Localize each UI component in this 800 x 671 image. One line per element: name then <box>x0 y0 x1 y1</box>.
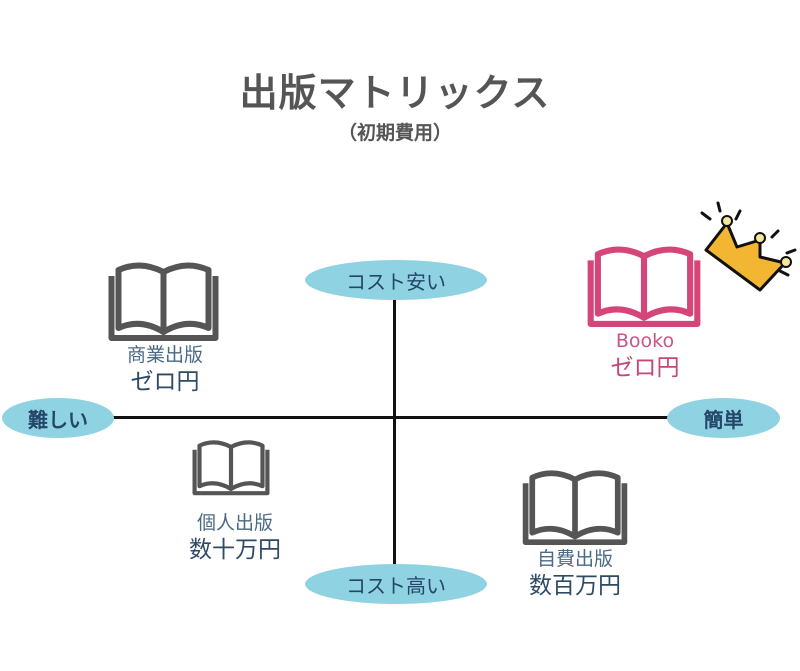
page-title: 出版マトリックス <box>239 71 551 115</box>
axis-label-bottom: コスト高い <box>305 564 487 604</box>
item-name: 商業出版 <box>126 344 203 366</box>
item-cost: ゼロ円 <box>610 354 680 381</box>
axis-label-left: 難しい <box>2 398 114 438</box>
axis-label-top-text: コスト安い <box>346 269 446 294</box>
book-icon <box>522 470 628 546</box>
vertical-axis <box>393 296 396 568</box>
book-icon <box>191 440 271 496</box>
item-name: 自費出版 <box>536 548 613 570</box>
item-self-funded: 自費出版 数百万円 <box>500 548 650 601</box>
item-cost: ゼロ円 <box>130 368 200 395</box>
item-cost: 数十万円 <box>189 536 281 563</box>
item-commercial: 商業出版 ゼロ円 <box>90 344 240 397</box>
page-subtitle: （初期費用） <box>337 122 452 144</box>
book-icon <box>107 262 220 342</box>
book-icon <box>586 246 702 328</box>
axis-label-top: コスト安い <box>305 260 487 300</box>
item-booko: Booko ゼロ円 <box>570 330 720 383</box>
axis-label-right: 簡単 <box>667 398 780 438</box>
crown-icon <box>690 195 800 304</box>
item-name: Booko <box>615 330 675 352</box>
horizontal-axis <box>112 416 670 419</box>
axis-label-bottom-text: コスト高い <box>346 573 446 598</box>
item-personal: 個人出版 数十万円 <box>160 512 310 565</box>
axis-label-left-text: 難しい <box>28 407 88 432</box>
axis-label-right-text: 簡単 <box>703 407 744 432</box>
item-name: 個人出版 <box>196 512 273 534</box>
item-cost: 数百万円 <box>529 572 621 599</box>
